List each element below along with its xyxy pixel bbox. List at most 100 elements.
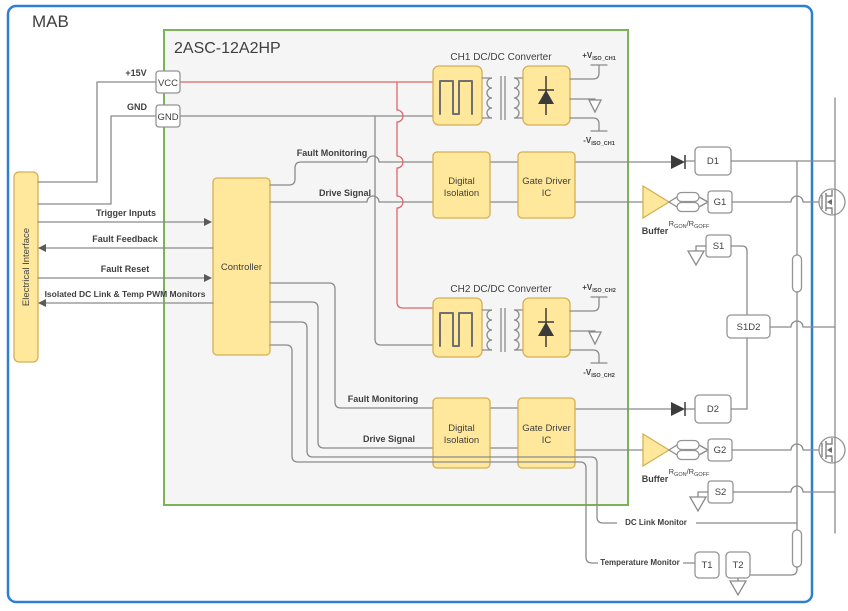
ch1-gate-resistors-icon: [668, 191, 709, 213]
svg-text:Isolation: Isolation: [444, 435, 479, 446]
ch1-iso-gnd-icon: [587, 99, 603, 114]
ch1-buffer-label: Buffer: [642, 226, 669, 236]
t2-ground-icon: [728, 577, 748, 597]
ch1-rectifier-block: [522, 65, 571, 126]
svg-text:VCC: VCC: [158, 78, 178, 89]
svg-text:GND: GND: [157, 112, 178, 123]
s1d2-node: S1D2: [726, 314, 771, 339]
ch2-converter-title: CH2 DC/DC Converter: [450, 284, 552, 295]
ch2-output-wires: [569, 296, 608, 364]
svg-text:Gate Driver: Gate Driver: [522, 176, 571, 187]
ch2-vneg-label: -VISO_CH2: [583, 368, 615, 379]
label-15v: +15V: [125, 68, 146, 78]
g1-terminal: G1: [707, 190, 733, 214]
svg-text:D1: D1: [707, 156, 719, 167]
ch1-buffer-icon: [642, 184, 671, 220]
svg-text:G1: G1: [714, 197, 727, 208]
trigger-inputs-label: Trigger Inputs: [96, 208, 156, 218]
ch1-vpos-label: +VISO_CH1: [582, 51, 616, 62]
vcc-pin: VCC: [155, 70, 181, 94]
s2-ground-icon: [688, 491, 709, 513]
svg-text:DC Link Monitor: DC Link Monitor: [625, 518, 687, 527]
s1d2-to-bus-wire: [769, 320, 836, 328]
ch2-iso-gnd-icon: [587, 331, 603, 346]
svg-text:Digital: Digital: [448, 176, 474, 187]
sense-divider-net: [749, 160, 803, 576]
ch2-gate-resistor-label: RGON/RGOFF: [669, 467, 710, 478]
ch1-pwm-block: [432, 65, 483, 126]
svg-text:G2: G2: [714, 445, 727, 456]
ch2-gate-resistors-icon: [668, 439, 709, 461]
ch1-converter-title: CH1 DC/DC Converter: [450, 52, 552, 63]
svg-text:S1: S1: [713, 241, 725, 252]
s2-terminal: S2: [707, 480, 734, 504]
vcc-rail-ch2: [396, 81, 434, 309]
ch1-digital-isolation-block: Digital Isolation: [432, 151, 491, 219]
desat-diode-2-icon: [671, 402, 686, 416]
electrical-interface-block: Electrical Interface: [13, 171, 39, 363]
ch2-signal-wires: [269, 282, 696, 451]
ch2-rectifier-block: [522, 297, 571, 358]
svg-text:Temperature Monitor: Temperature Monitor: [600, 558, 679, 567]
svg-text:S2: S2: [715, 487, 727, 498]
ch1-signal-wires: [269, 155, 696, 203]
reset-arrow-icon: [204, 274, 212, 282]
svg-text:IC: IC: [542, 188, 552, 199]
desat-diode-1-icon: [671, 155, 686, 169]
power-wires: [37, 81, 434, 346]
ch1-gate-driver-block: Gate Driver IC: [517, 151, 576, 219]
ch1-output-wires: [569, 64, 608, 132]
controller-label: Controller: [221, 262, 262, 273]
fault-reset-label: Fault Reset: [101, 264, 150, 274]
gnd-rail-ch2: [374, 115, 434, 346]
ch1-transformer-icon: [482, 76, 523, 120]
svg-text:T1: T1: [701, 560, 712, 571]
sense-resistor-2: [791, 529, 803, 568]
ch2-buffer-icon: [642, 432, 671, 468]
ch2-gate-driver-block: Gate Driver IC: [517, 397, 576, 469]
d1-terminal: D1: [694, 146, 732, 176]
svg-text:IC: IC: [542, 435, 552, 446]
ch2-digital-isolation-block: Digital Isolation: [432, 397, 491, 469]
s1-ground-icon: [686, 245, 707, 267]
gnd-pin: GND: [155, 104, 181, 128]
svg-text:Isolation: Isolation: [444, 188, 479, 199]
electrical-interface-label: Electrical Interface: [21, 228, 32, 306]
s1-terminal: S1: [705, 234, 732, 258]
ch1-vneg-label: -VISO_CH1: [583, 136, 615, 147]
monitor-feed-wires: [269, 321, 798, 564]
ch2-vpos-label: +VISO_CH2: [582, 283, 616, 294]
temperature-monitor-label: Temperature Monitor: [598, 556, 683, 568]
svg-text:Gate Driver: Gate Driver: [522, 423, 571, 434]
ch2-fault-monitoring-label: Fault Monitoring: [348, 394, 418, 404]
dc-link-monitor-label: DC Link Monitor: [617, 516, 696, 528]
sense-resistor-1: [791, 254, 803, 293]
monitors-arrow-icon: [38, 299, 46, 307]
fault-feedback-label: Fault Feedback: [92, 234, 159, 244]
ch2-transformer-icon: [482, 308, 523, 352]
module-title: 2ASC-12A2HP: [174, 40, 281, 57]
svg-text:S1D2: S1D2: [737, 322, 761, 333]
g2-terminal: G2: [707, 438, 733, 462]
mosfet-2-icon: [818, 436, 846, 464]
ch1-drive-signal-label: Drive Signal: [319, 188, 371, 198]
isolated-monitors-label: Isolated DC Link & Temp PWM Monitors: [45, 289, 206, 299]
ch2-pwm-block: [432, 297, 483, 358]
mosfet-1-icon: [818, 188, 846, 216]
ch2-pwm-wave-icon: [439, 312, 473, 347]
interface-signal-wires: [37, 218, 214, 307]
t2-terminal: T2: [725, 551, 751, 579]
ch2-buffer-label: Buffer: [642, 474, 669, 484]
ch1-pwm-wave-icon: [439, 80, 473, 115]
ch1-diode-icon: [538, 76, 554, 115]
feedback-arrow-icon: [38, 244, 46, 252]
controller-block: Controller: [212, 177, 271, 356]
svg-text:T2: T2: [732, 560, 743, 571]
svg-text:D2: D2: [707, 404, 719, 415]
svg-text:Digital: Digital: [448, 423, 474, 434]
ch1-fault-monitoring-label: Fault Monitoring: [297, 148, 367, 158]
mab-border: [6, 4, 814, 604]
ch2-diode-icon: [538, 308, 554, 347]
d2-terminal: D2: [694, 394, 732, 424]
